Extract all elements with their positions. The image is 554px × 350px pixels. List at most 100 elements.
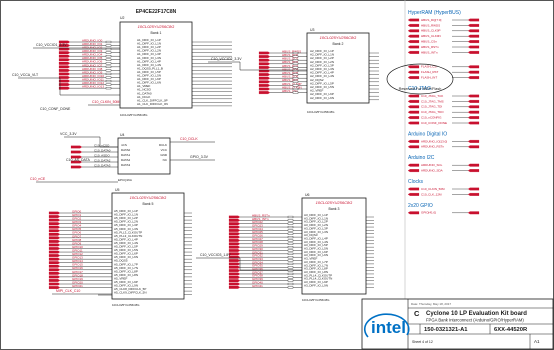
u2_left-label-1: ARDUINO_IO1 [82, 42, 103, 46]
u2_left-connector-3-flag [58, 51, 71, 55]
u3_left-resistor-8 [292, 80, 299, 83]
u5_left-connector-19-flag [48, 279, 61, 282]
legend-item-2-5-flag-flag [467, 121, 480, 125]
legend-item-0-3-connector-flag [407, 34, 420, 38]
u6_left-connector-16-flag [228, 269, 241, 272]
legend-item-1-2-connector-flag [407, 76, 420, 79]
chip-u3-ref: U3 [310, 28, 315, 32]
legend-item-0-0-flag [467, 18, 480, 22]
u5_left-label-9: GPIO9 [72, 241, 82, 245]
legend-item-0-6-flag [467, 51, 480, 54]
u6_left-connector-11-flag [228, 252, 241, 256]
legend-item-2-1-flag [467, 100, 480, 103]
u6-pin-21: A3_DIFF_IO_L9N [304, 283, 328, 287]
u3_left-label-9: HBUS_CLK0P [282, 82, 302, 86]
u4_left-label-0: C10_nCSO [94, 143, 110, 147]
u2-pin-6: A1_DIFF_IO_L4P [137, 59, 161, 63]
u2_left-connector-0-flag [58, 40, 71, 44]
u2-pin-14: A1_NCSO [137, 88, 152, 92]
legend-item-3-1-connector-flag [407, 145, 420, 149]
legend-item-4-0-connector-flag [407, 163, 420, 167]
u6_left-resistor-11 [287, 252, 294, 255]
legend-item-5-1-connector-flag [407, 193, 420, 196]
u3_left-label-2: HBUS_DQ1 [282, 57, 299, 61]
u6_left-resistor-14 [287, 262, 294, 265]
legend-group-title-2: C10 JTAG [408, 86, 431, 92]
u3-pin-4: A2_DIFF_IO_L3P [310, 63, 334, 67]
u4_left-label-1: C10_DATA0 [94, 148, 111, 152]
legend-item-6-0-connector [407, 211, 420, 215]
u6_left-resistor-0 [287, 215, 294, 219]
u6_left-resistor-19 [287, 279, 294, 282]
u3_left-connector-10-flag [258, 87, 271, 91]
legend-item-0-0-connector [407, 18, 420, 22]
legend-item-2-2-flag-flag [467, 105, 480, 109]
u6_left-label-18: GPIO38 [252, 274, 263, 278]
u3_left-connector-1 [258, 55, 271, 58]
u4_left-connector-4 [70, 165, 83, 169]
chip-u5: U5 10CL025YU256C8G Bank 5 A5_DIFF_IO_L1P… [111, 188, 185, 307]
legend-item-0-6-label: HBUS_INTn [421, 50, 438, 54]
u2_left-connector-11 [58, 79, 71, 83]
u2_left-connector-7 [58, 65, 71, 69]
legend-item-2-4-flag [467, 116, 480, 119]
u4-pin-left-3: DATA2 [121, 158, 131, 162]
u6_left-connector-15-flag [228, 265, 241, 269]
u2_left-label-13: ARDUINO_IO13 [82, 85, 104, 89]
u5_left-connector-1 [48, 215, 61, 218]
legend-item-2-2-connector [407, 105, 420, 109]
u5-pin-18: A5_DIFF_IO_L8N [114, 273, 138, 277]
legend-item-0-2-flag-flag [467, 29, 480, 33]
u5-pin-13: A5_DIFF_IO_L6N [114, 255, 138, 259]
u2_left-resistor-9 [105, 72, 112, 76]
legend-item-1-2-flag-flag [467, 76, 480, 79]
u2-pin-7: A1_DIFF_IO_L4N [137, 63, 161, 67]
legend-item-2-4-flag-flag [467, 116, 480, 119]
u5-pin-4: A5_DIFF_IO_L3P [114, 223, 138, 227]
u6_left-connector-9 [228, 245, 241, 249]
u5_left-connector-8-flag [48, 240, 61, 243]
u2-rail-b [18, 77, 120, 96]
u2_left-connector-12-flag [58, 83, 71, 86]
u5_left-connector-11-flag [48, 250, 61, 254]
legend-item-2-1-flag-flag [467, 100, 480, 103]
u2_left-connector-9 [58, 72, 71, 76]
u6_left-connector-1-flag [228, 218, 241, 222]
u5_left-connector-18 [48, 275, 61, 279]
u5_left-label-12: GPIO12 [72, 252, 83, 256]
u6_left-resistor-2 [287, 222, 294, 225]
u3_left-resistor-11 [292, 91, 299, 94]
u5_left-connector-7-flag [48, 236, 61, 240]
u2_left-connector-7-flag [58, 65, 71, 69]
legend-item-2-5-connector-flag [407, 121, 420, 125]
legend-item-2-4-label: C10_nCONFIG [421, 116, 442, 120]
u6_left-connector-18 [228, 275, 241, 279]
u6_left-label-2: GPIO22 [252, 220, 263, 224]
u5_left-label-4: GPIO4 [72, 224, 82, 228]
legend-item-5-0-label: C10_CLKIN_50M [421, 187, 445, 191]
chip-u4-part: EPCQ16A [118, 178, 132, 182]
u5_left-connector-17-flag [48, 271, 61, 275]
u5_left-connector-5-flag [48, 229, 61, 233]
u2-pin-13: A1_VREF [137, 84, 151, 88]
u2-pin-17: A1_CLK_DIFFCLK_0P [137, 98, 168, 102]
u6-pin-18: A3_PLL4_CLKOUTP [304, 273, 332, 277]
u6_left-connector-10 [228, 249, 241, 252]
legend-item-3-0-flag-flag [467, 140, 480, 143]
u3-pin-8: A2_DQS2 [310, 78, 324, 82]
legend-item-2-3-label: C10_JTAG_TDO [421, 110, 444, 114]
u2_left-resistor-2 [105, 48, 112, 51]
u4_left-connector-3 [70, 160, 83, 164]
u5_left-label-0: GPIO0 [72, 209, 82, 213]
u2-pin-1: A1_DIFF_IO_L1N [137, 42, 161, 46]
net-u6-vccio: C10_VCCIO3_1.8V [200, 253, 231, 257]
u3_left-label-1: HBUS_DQ0 [282, 53, 299, 57]
u5_left-connector-0 [48, 211, 61, 215]
u6_left-connector-18-flag [228, 275, 241, 279]
u6_left-connector-13-flag [228, 259, 241, 262]
net-u4-gpio: GPIO_3.3V [190, 155, 209, 159]
u6_left-label-14: GPIO34 [252, 260, 263, 264]
u6_left-connector-3-flag [228, 225, 241, 229]
u2_left-connector-8 [58, 69, 71, 72]
